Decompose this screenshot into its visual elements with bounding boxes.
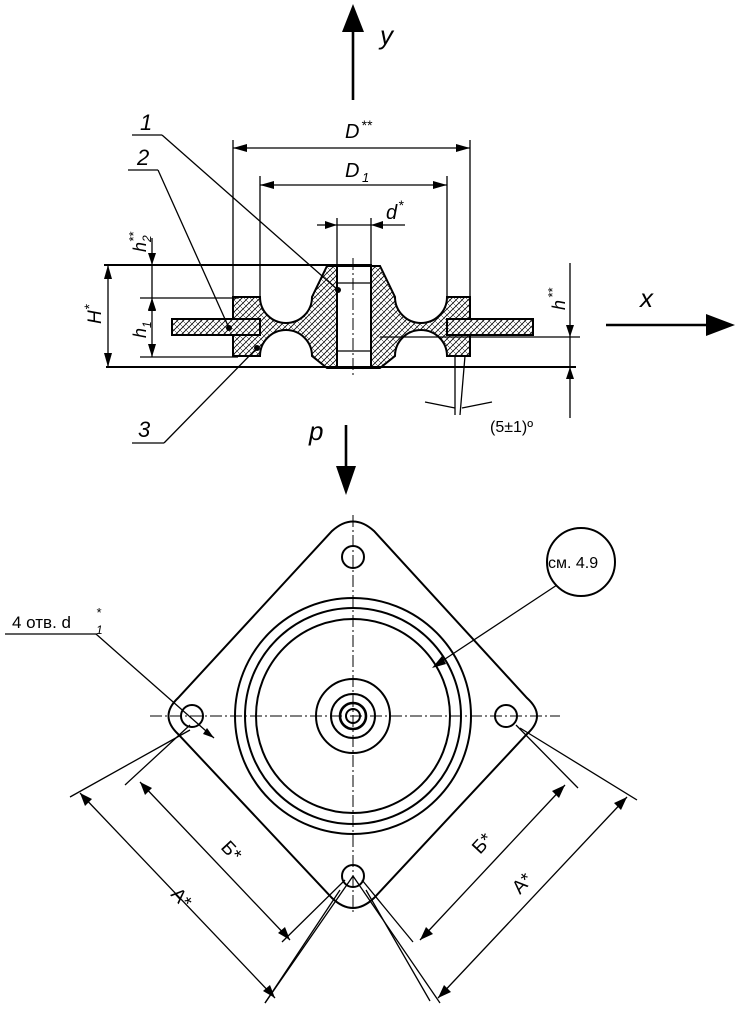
svg-text:А*: А* — [508, 869, 537, 898]
svg-text:H: H — [85, 310, 106, 324]
central-bushing — [336, 265, 372, 369]
dimension-B-left: Б* — [124, 724, 346, 943]
callout-3: 3 — [132, 347, 258, 444]
svg-text:h: h — [130, 328, 150, 338]
mounting-hole-top — [341, 545, 365, 569]
svg-text:*: * — [96, 605, 102, 620]
note-bubble — [546, 527, 616, 597]
note-callout: см. 4.9 — [432, 527, 616, 668]
flange-left — [171, 318, 261, 336]
svg-text:h: h — [130, 242, 150, 252]
svg-text:см. 4.9: см. 4.9 — [548, 555, 598, 572]
mounting-hole-bottom — [341, 864, 365, 888]
svg-text:d: d — [386, 202, 398, 224]
dimension-h1: h 1 — [130, 298, 156, 357]
x-axis-arrow: x — [606, 283, 735, 336]
mounting-hole-right — [494, 704, 518, 728]
svg-text:1: 1 — [362, 170, 369, 185]
dimension-h: h ** — [545, 263, 574, 418]
dimension-A-right: А* — [365, 727, 638, 1002]
svg-text:*: * — [398, 197, 404, 213]
dimension-A-left: А* — [69, 729, 341, 1004]
svg-text:1: 1 — [140, 321, 154, 328]
plan-view: см. 4.9 4 отв. d 1 * А* — [5, 515, 638, 1004]
svg-text:3: 3 — [138, 417, 151, 442]
mounting-hole-left — [180, 704, 204, 728]
holes-callout: 4 отв. d 1 * — [5, 605, 215, 739]
svg-text:2: 2 — [140, 235, 154, 243]
load-arrow: p — [308, 416, 356, 495]
dimension-B-right: Б* — [361, 724, 579, 943]
svg-text:2: 2 — [136, 145, 149, 170]
svg-text:Б*: Б* — [468, 829, 497, 858]
svg-text:D: D — [345, 160, 359, 182]
load-label: p — [308, 416, 323, 446]
svg-text:**: ** — [545, 287, 560, 298]
svg-text:**: ** — [126, 231, 141, 242]
svg-text:**: ** — [361, 117, 372, 133]
svg-text:1: 1 — [140, 110, 152, 135]
section-view: y x p — [81, 4, 735, 495]
x-axis-label: x — [638, 283, 654, 313]
mounting-plate — [167, 520, 538, 909]
flange-right — [446, 318, 534, 336]
callout-1: 1 — [132, 110, 339, 291]
svg-text:Б*: Б* — [216, 837, 245, 866]
dimension-D: D ** — [232, 117, 471, 297]
y-axis-label: y — [378, 20, 395, 50]
dimension-D1: D 1 — [259, 160, 448, 297]
outer-ring — [234, 597, 472, 835]
dimension-d: d * — [317, 197, 405, 266]
callout-2: 2 — [128, 145, 230, 329]
svg-text:1: 1 — [96, 623, 103, 637]
svg-text:D: D — [345, 121, 359, 143]
dimension-H: H * — [81, 265, 112, 367]
svg-text:4 отв. d: 4 отв. d — [12, 613, 71, 632]
y-axis-arrow: y — [342, 4, 395, 100]
svg-text:(5±1)º: (5±1)º — [490, 419, 533, 436]
dimension-angle: (5±1)º — [424, 355, 533, 436]
svg-text:*: * — [81, 304, 97, 310]
svg-text:h: h — [549, 300, 569, 310]
